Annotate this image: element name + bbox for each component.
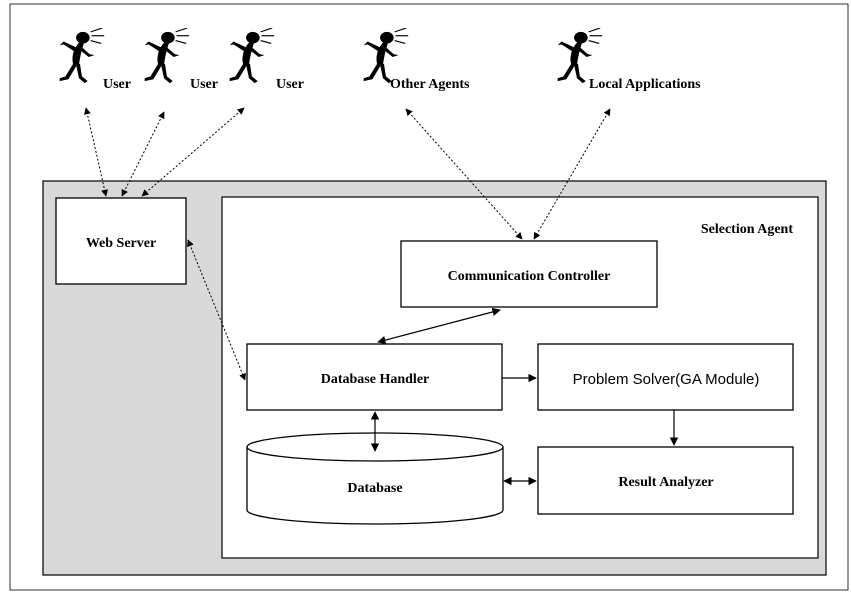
result-analyzer-box	[537, 446, 794, 515]
actor-label: Other Agents	[390, 77, 470, 92]
actor-other-agents: Other Agents	[363, 28, 470, 92]
actor-label: Local Applications	[589, 77, 701, 92]
actor-user-3: User	[229, 28, 304, 92]
actor-user-1: User	[59, 28, 131, 92]
connector-otheragents-comm	[405, 108, 523, 240]
web-server-box	[55, 197, 187, 285]
database-label: Database	[347, 481, 402, 496]
communication-controller-box	[400, 240, 658, 308]
connector-comm-dbhandler	[377, 307, 501, 345]
communication-controller-label: Communication Controller	[448, 269, 611, 284]
result-analyzer-label: Result Analyzer	[618, 475, 713, 490]
problem-solver-label: Problem Solver(GA Module)	[573, 371, 760, 388]
connector-user1-webserver	[83, 107, 109, 197]
selection-agent-label: Selection Agent	[701, 222, 793, 237]
connector-user3-webserver	[141, 107, 245, 197]
actor-label: User	[276, 77, 304, 92]
problem-solver-box	[537, 343, 794, 411]
actor-user-2: User	[144, 28, 218, 92]
actor-local-applications: Local Applications	[557, 28, 701, 92]
database-handler-label: Database Handler	[321, 372, 430, 387]
connector-localapps-comm	[533, 108, 611, 240]
web-server-label: Web Server	[86, 236, 156, 251]
actor-label: User	[103, 77, 131, 92]
database-handler-box	[246, 343, 503, 411]
actor-label: User	[190, 77, 218, 92]
connector-webserver-dbhandler	[187, 239, 246, 381]
